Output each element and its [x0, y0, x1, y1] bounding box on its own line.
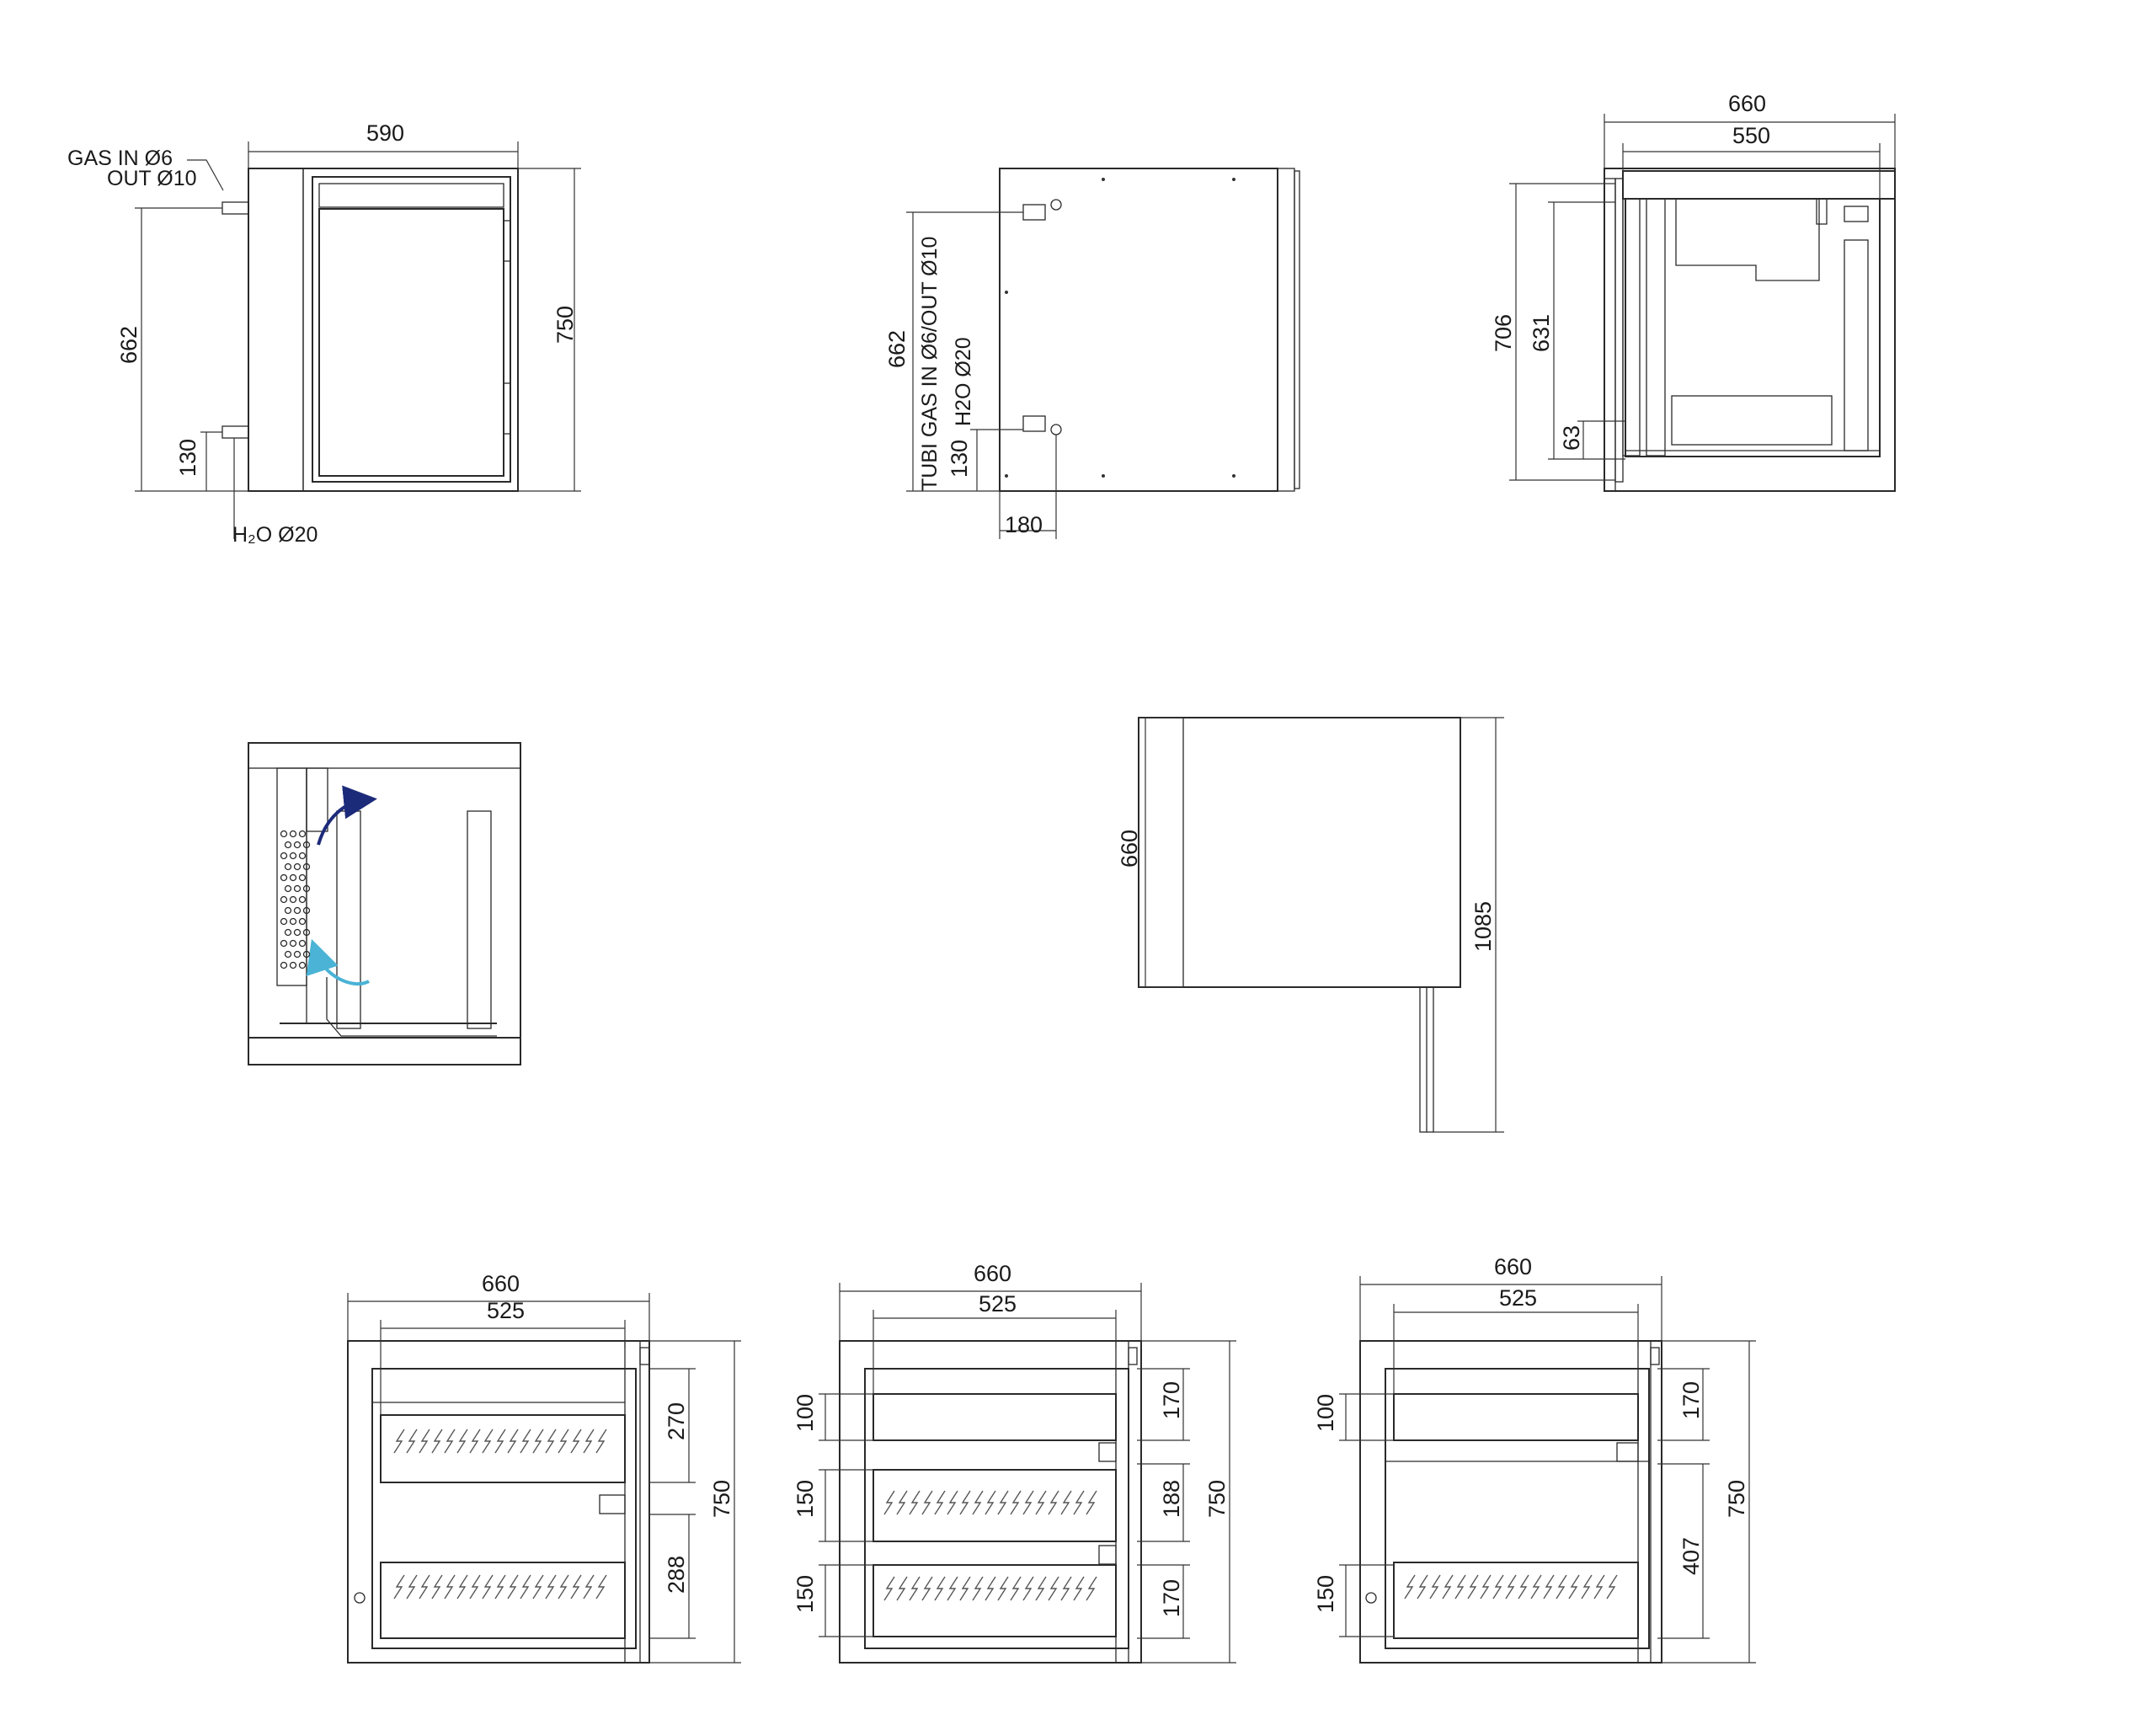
dim-inner-width-7: 525: [979, 1291, 1017, 1316]
dim-width: 590: [366, 120, 404, 146]
tubi-gas-label: TUBI GAS IN Ø6/OUT Ø10: [918, 237, 942, 491]
dim-height-outer-3: 706: [1491, 314, 1516, 352]
h2o-label-2: H2O Ø20: [952, 337, 975, 426]
view-side-pipes: [906, 168, 1300, 539]
dim-width-2: 180: [1005, 512, 1043, 537]
dim-lower: 130: [175, 439, 200, 477]
dim-right-top-7: 170: [1159, 1381, 1184, 1419]
view-two-drawers: [347, 1293, 741, 1664]
view-three-drawers: [819, 1283, 1236, 1664]
h2o-label: H₂O Ø20: [232, 523, 318, 547]
dim-left-top-8: 100: [1313, 1394, 1338, 1432]
dim-right-mid-7: 188: [1159, 1480, 1184, 1518]
dim-inner-width-3: 550: [1732, 123, 1770, 148]
evaporator-perforation: [280, 830, 311, 969]
dim-drawer-top-6: 270: [664, 1402, 689, 1440]
dim-depth: 660: [1117, 830, 1142, 868]
dim-outer-width-3: 660: [1728, 91, 1766, 116]
gas-in-label: GAS IN Ø6: [67, 147, 173, 170]
vent-grille: [1404, 1574, 1618, 1599]
dim-outer-width-6: 660: [482, 1271, 520, 1296]
dim-height-small-3: 63: [1559, 425, 1584, 451]
dim-left-mid-7: 150: [792, 1480, 818, 1518]
dim-upper-2: 662: [884, 330, 910, 368]
vent-grille: [883, 1576, 1097, 1601]
dim-right-bottom-7: 170: [1159, 1579, 1184, 1617]
vent-grille: [883, 1490, 1097, 1515]
dim-right-bottom-8: 407: [1678, 1537, 1704, 1575]
vent-grille: [393, 1429, 607, 1454]
dim-height-6: 750: [709, 1480, 734, 1518]
dim-inner-width-8: 525: [1499, 1285, 1537, 1311]
dim-outer-width-8: 660: [1494, 1254, 1532, 1279]
dim-outer-width-7: 660: [974, 1261, 1011, 1286]
dim-right-top-8: 170: [1678, 1381, 1704, 1419]
view-section-airflow: [248, 742, 521, 1065]
dim-drawer-bottom-6: 288: [664, 1556, 689, 1594]
view-top: [1138, 717, 1504, 1133]
dim-lower-2: 130: [947, 440, 972, 478]
dim-height: 750: [552, 306, 578, 344]
dim-upper: 662: [116, 326, 141, 364]
dim-left-bottom-7: 150: [792, 1575, 818, 1613]
dim-depth-open: 1085: [1470, 901, 1496, 952]
dim-left-top-7: 100: [792, 1394, 818, 1432]
dim-left-bottom-8: 150: [1313, 1575, 1338, 1613]
dim-height-inner-3: 631: [1529, 314, 1554, 352]
dim-inner-width-6: 525: [487, 1298, 525, 1323]
view-drawer-door: [1339, 1276, 1756, 1664]
dim-height-8: 750: [1724, 1480, 1749, 1518]
dim-height-7: 750: [1204, 1480, 1230, 1518]
view-front-door: [135, 142, 581, 539]
view-front-open: [1509, 114, 1896, 492]
vent-grille: [393, 1574, 607, 1599]
gas-out-label: OUT Ø10: [107, 167, 197, 190]
